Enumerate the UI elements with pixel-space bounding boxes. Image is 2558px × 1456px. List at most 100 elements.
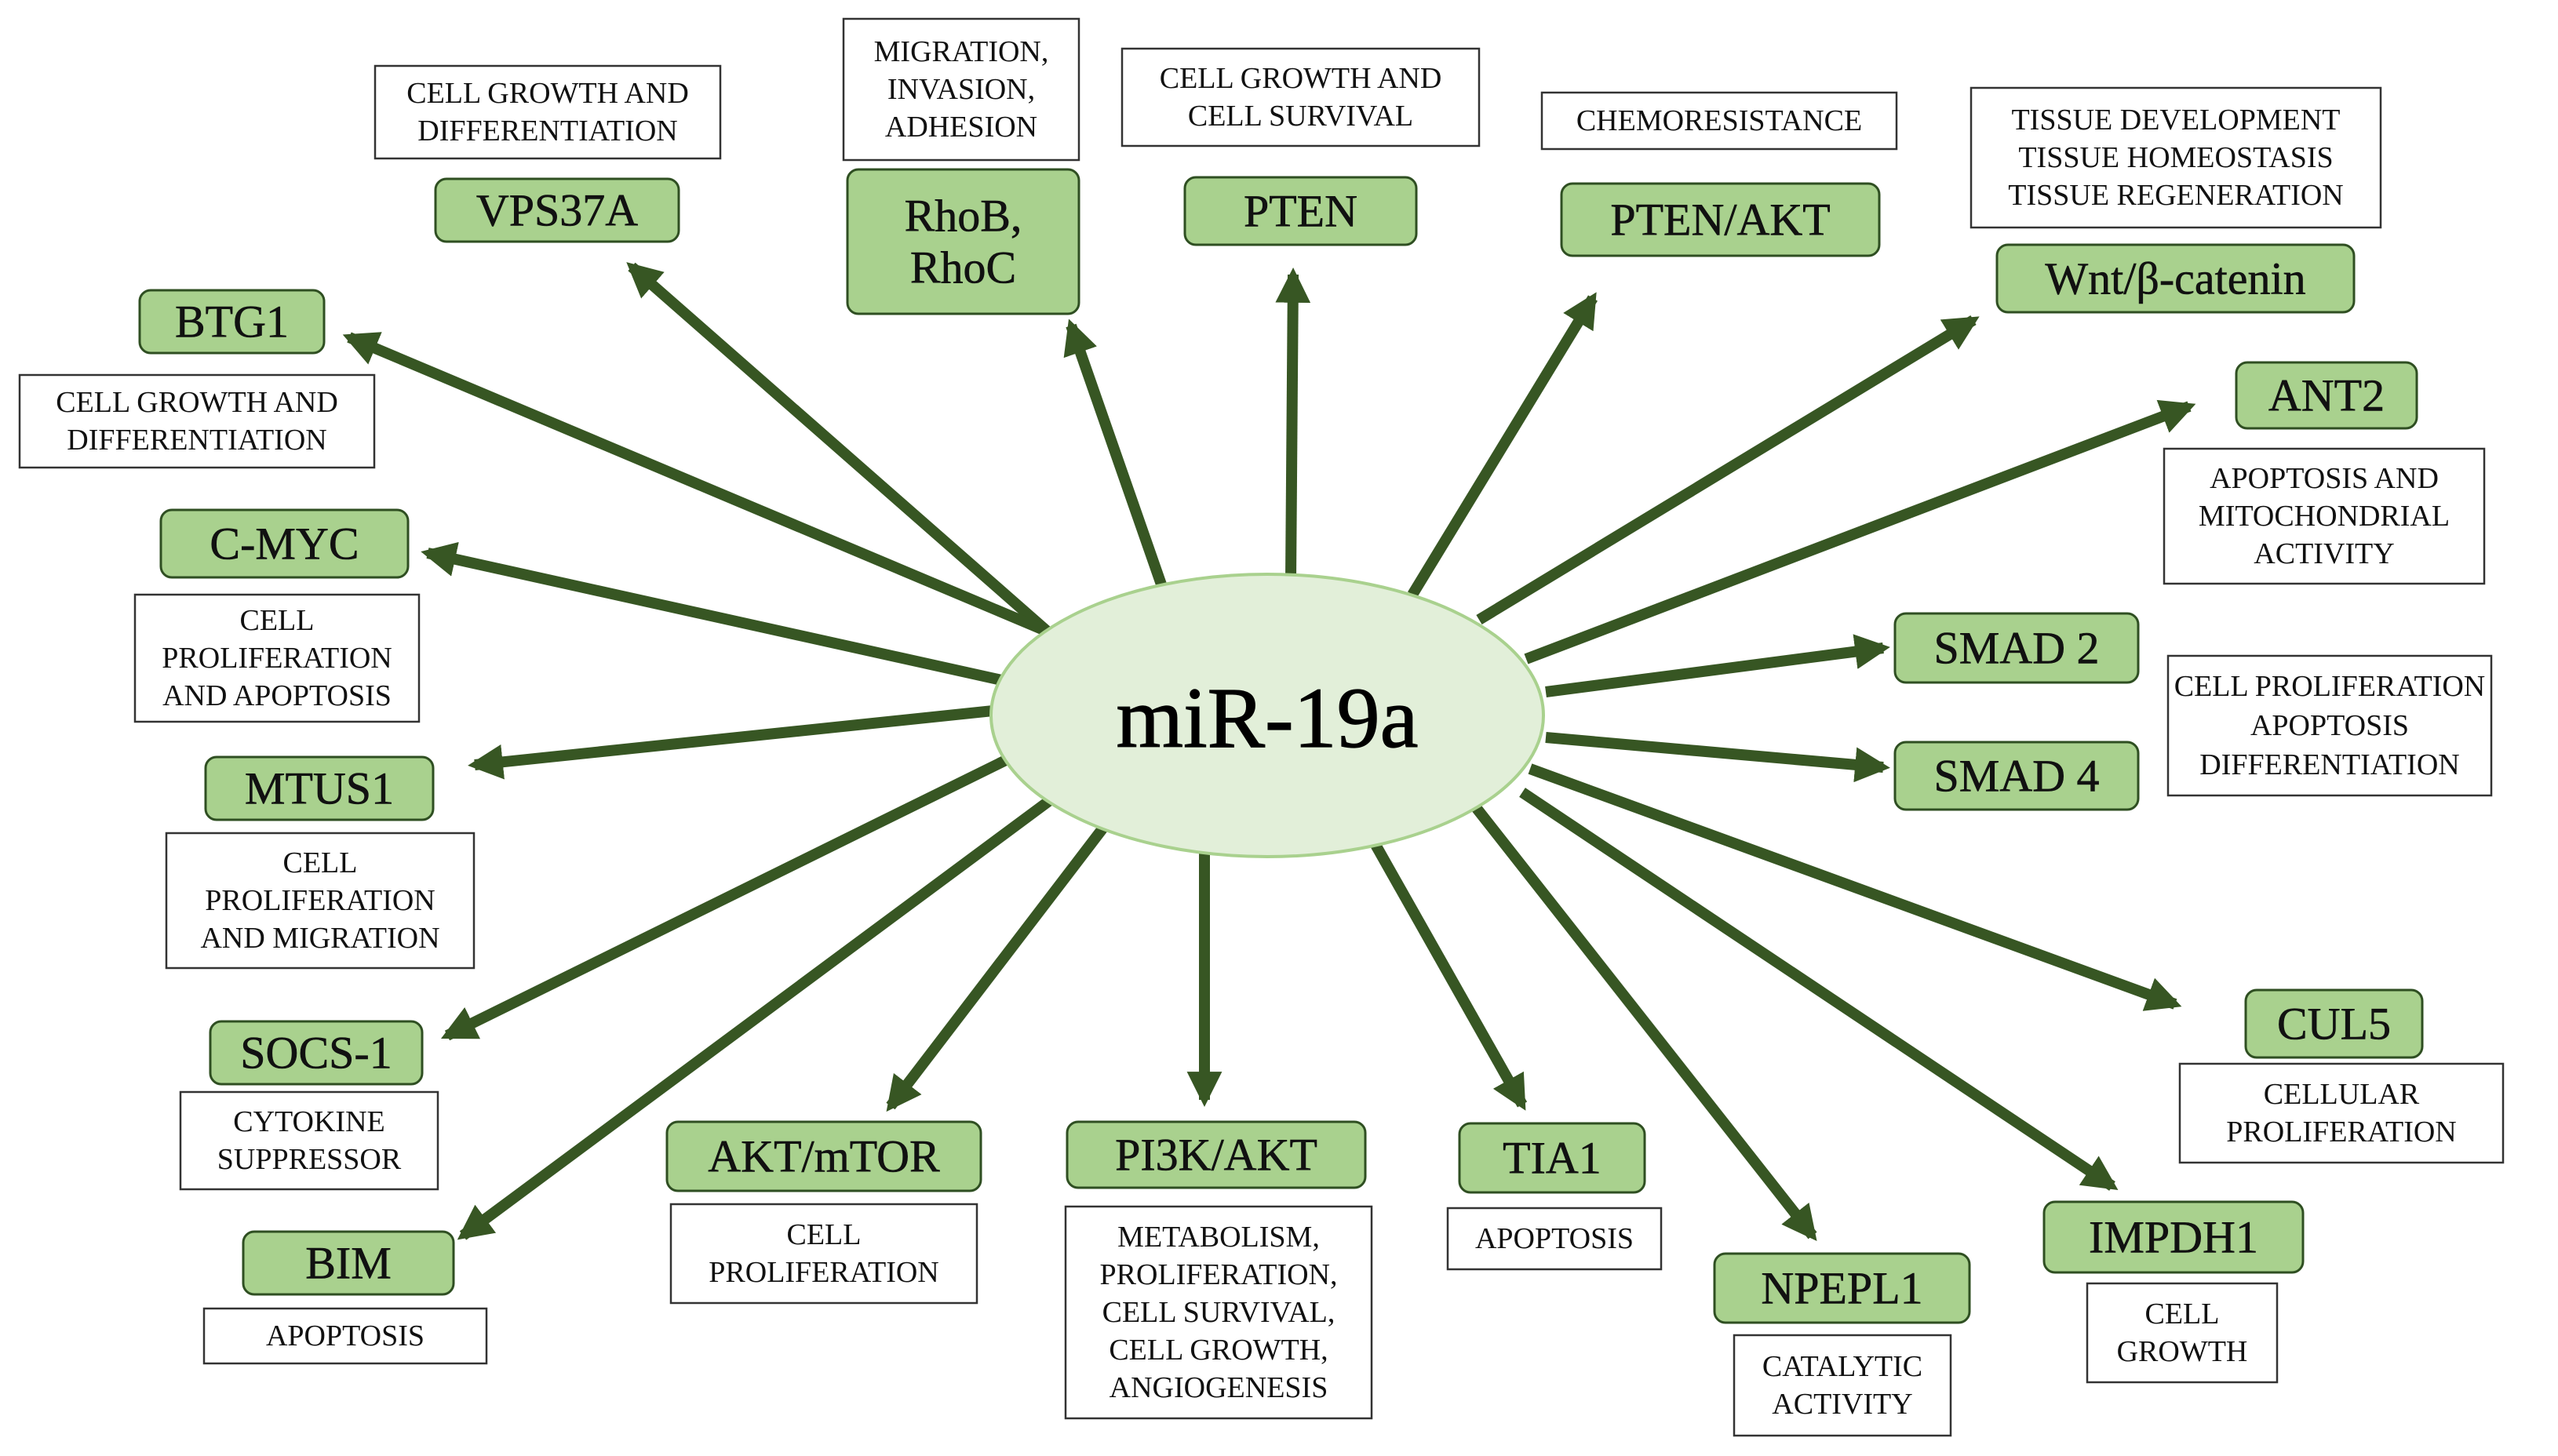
function-label: AND MIGRATION	[200, 922, 439, 955]
center-label: miR-19a	[1117, 670, 1419, 766]
gene-box-smad2	[1893, 612, 2140, 684]
gene-box-impdh1	[2042, 1200, 2305, 1274]
arrow-to-smad2	[1545, 634, 1890, 697]
gene-label: SMAD 4	[1933, 751, 2099, 802]
function-label: PROLIFERATION	[205, 884, 435, 917]
arrows-layer	[342, 262, 2196, 1242]
gene-box-tia1	[1458, 1122, 1646, 1194]
function-label: TISSUE REGENERATION	[2008, 179, 2343, 212]
function-label: INVASION,	[887, 73, 1035, 106]
gene-label: PTEN/AKT	[1610, 195, 1830, 246]
gene-box-smad4	[1893, 741, 2140, 811]
function-box-cul5	[2178, 1062, 2505, 1164]
function-label: CELL	[240, 604, 315, 637]
function-label: DIFFERENTIATION	[417, 115, 677, 147]
arrow-to-impdh1	[1519, 788, 2119, 1191]
function-label: CHEMORESISTANCE	[1576, 104, 1862, 137]
gene-label: BIM	[305, 1238, 392, 1289]
function-box-socs1	[179, 1090, 439, 1191]
target-node-pten-akt: PTEN/AKT CHEMORESISTANCE	[1540, 91, 1898, 257]
function-label: CELL	[787, 1218, 862, 1251]
function-label: TISSUE DEVELOPMENT	[2011, 104, 2340, 136]
gene-box-pi3k-akt	[1066, 1120, 1367, 1189]
function-label: TISSUE HOMEOSTASIS	[2018, 141, 2333, 174]
function-label: CELL GROWTH AND	[56, 386, 338, 419]
function-label: PROLIFERATION	[162, 642, 392, 675]
function-box-btg1	[18, 373, 376, 469]
function-label: CELL GROWTH AND	[1160, 62, 1442, 95]
gene-box-cul5	[2244, 988, 2424, 1059]
function-label: CELL	[283, 846, 358, 879]
function-label: MITOCHONDRIAL	[2199, 500, 2450, 533]
gene-label: Wnt/β-catenin	[2045, 253, 2305, 304]
arrow-to-rhob-rhoc	[1063, 318, 1167, 587]
arrow-to-c-myc	[421, 541, 1014, 688]
function-box-npepl1	[1733, 1334, 1952, 1437]
gene-label: VPS37A	[476, 185, 638, 236]
function-label: CELLULAR	[2264, 1078, 2420, 1111]
gene-label: RhoC	[910, 242, 1016, 293]
function-box-smad	[2166, 654, 2493, 797]
function-box-tia1	[1446, 1207, 1663, 1271]
function-label: CELL GROWTH,	[1109, 1334, 1328, 1367]
function-label: PROLIFERATION,	[1100, 1258, 1338, 1291]
gene-label: BTG1	[175, 297, 289, 348]
gene-label: ANT2	[2268, 370, 2385, 421]
function-label: APOPTOSIS	[266, 1320, 425, 1352]
gene-label: SMAD 2	[1933, 623, 2099, 674]
gene-box-bim	[242, 1230, 455, 1296]
function-box-ant2	[2163, 447, 2486, 585]
function-label: DIFFERENTIATION	[2199, 748, 2459, 781]
function-label: CYTOKINE	[233, 1105, 385, 1138]
gene-box-wnt-beta-catenin	[1995, 243, 2356, 314]
gene-box-pten-akt	[1560, 182, 1881, 257]
gene-box-ant2	[2235, 361, 2418, 430]
target-nodes-layer: VPS37A CELL GROWTH AND DIFFERENTIATION RhoB…	[18, 17, 2505, 1437]
arrow-to-smad4	[1545, 732, 1890, 783]
function-box-pten-akt	[1540, 91, 1898, 151]
function-box-pten	[1120, 47, 1481, 147]
function-label: APOPTOSIS	[2250, 709, 2409, 742]
gene-box-akt-mtor	[665, 1120, 982, 1192]
function-label: GROWTH	[2117, 1335, 2248, 1368]
arrow-to-socs1	[440, 752, 1015, 1041]
function-label: AND APOPTOSIS	[162, 679, 392, 712]
function-box-wnt-beta-catenin	[1970, 86, 2382, 229]
function-label: APOPTOSIS	[1475, 1222, 1634, 1255]
function-label: MIGRATION,	[874, 35, 1049, 68]
function-label: ACTIVITY	[2254, 537, 2394, 570]
function-box-bim	[202, 1307, 488, 1365]
arrow-to-akt-mtor	[886, 820, 1111, 1112]
arrow-to-wnt-beta-catenin	[1476, 315, 1980, 624]
function-box-impdh1	[2086, 1282, 2279, 1384]
function-label: CELL SURVIVAL,	[1102, 1296, 1335, 1329]
gene-label: RhoB,	[905, 191, 1022, 242]
arrow-to-cul5	[1528, 763, 2182, 1011]
arrow-to-bim	[457, 792, 1059, 1240]
arrow-to-vps37a	[626, 262, 1051, 636]
target-node-wnt-beta-catenin: Wnt/β-catenin TISSUE DEVELOPMENT TISSUE HO…	[1970, 86, 2382, 314]
arrow-to-tia1	[1369, 840, 1528, 1111]
gene-label: TIA1	[1503, 1133, 1601, 1184]
gene-box-rhob-rhoc	[846, 168, 1080, 315]
function-label: SUPPRESSOR	[217, 1143, 402, 1176]
gene-label: IMPDH1	[2089, 1212, 2258, 1263]
target-node-smad4: SMAD 4	[1893, 741, 2140, 811]
function-box-rhob-rhoc	[842, 17, 1080, 162]
target-node-bim: BIM APOPTOSIS	[202, 1230, 488, 1365]
function-label: ANGIOGENESIS	[1110, 1371, 1328, 1404]
gene-box-pten	[1183, 176, 1418, 246]
gene-box-socs1	[209, 1020, 424, 1086]
arrow-to-pten-akt	[1408, 292, 1598, 598]
